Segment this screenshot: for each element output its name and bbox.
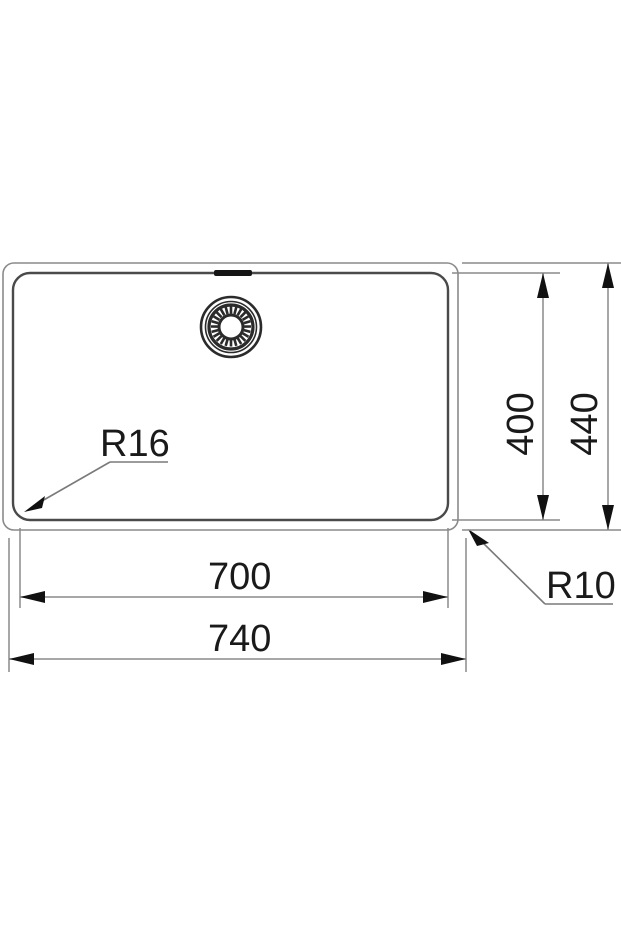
label-r10: R10 [546, 565, 616, 607]
r16-leader [24, 461, 168, 512]
drain-grate-icon [199, 295, 263, 359]
drain-slots [210, 306, 252, 347]
dimension-440 [602, 263, 614, 530]
label-r16: R16 [100, 423, 170, 465]
label-440: 440 [564, 392, 606, 455]
dimension-700 [20, 591, 448, 603]
label-700: 700 [208, 556, 271, 598]
dimension-740 [9, 653, 466, 665]
label-740: 740 [208, 618, 271, 660]
sink-outer-rim [2, 262, 459, 531]
dimension-400 [537, 273, 549, 520]
r10-leader [468, 529, 613, 605]
overflow-notch [214, 270, 252, 276]
label-400: 400 [500, 392, 542, 455]
